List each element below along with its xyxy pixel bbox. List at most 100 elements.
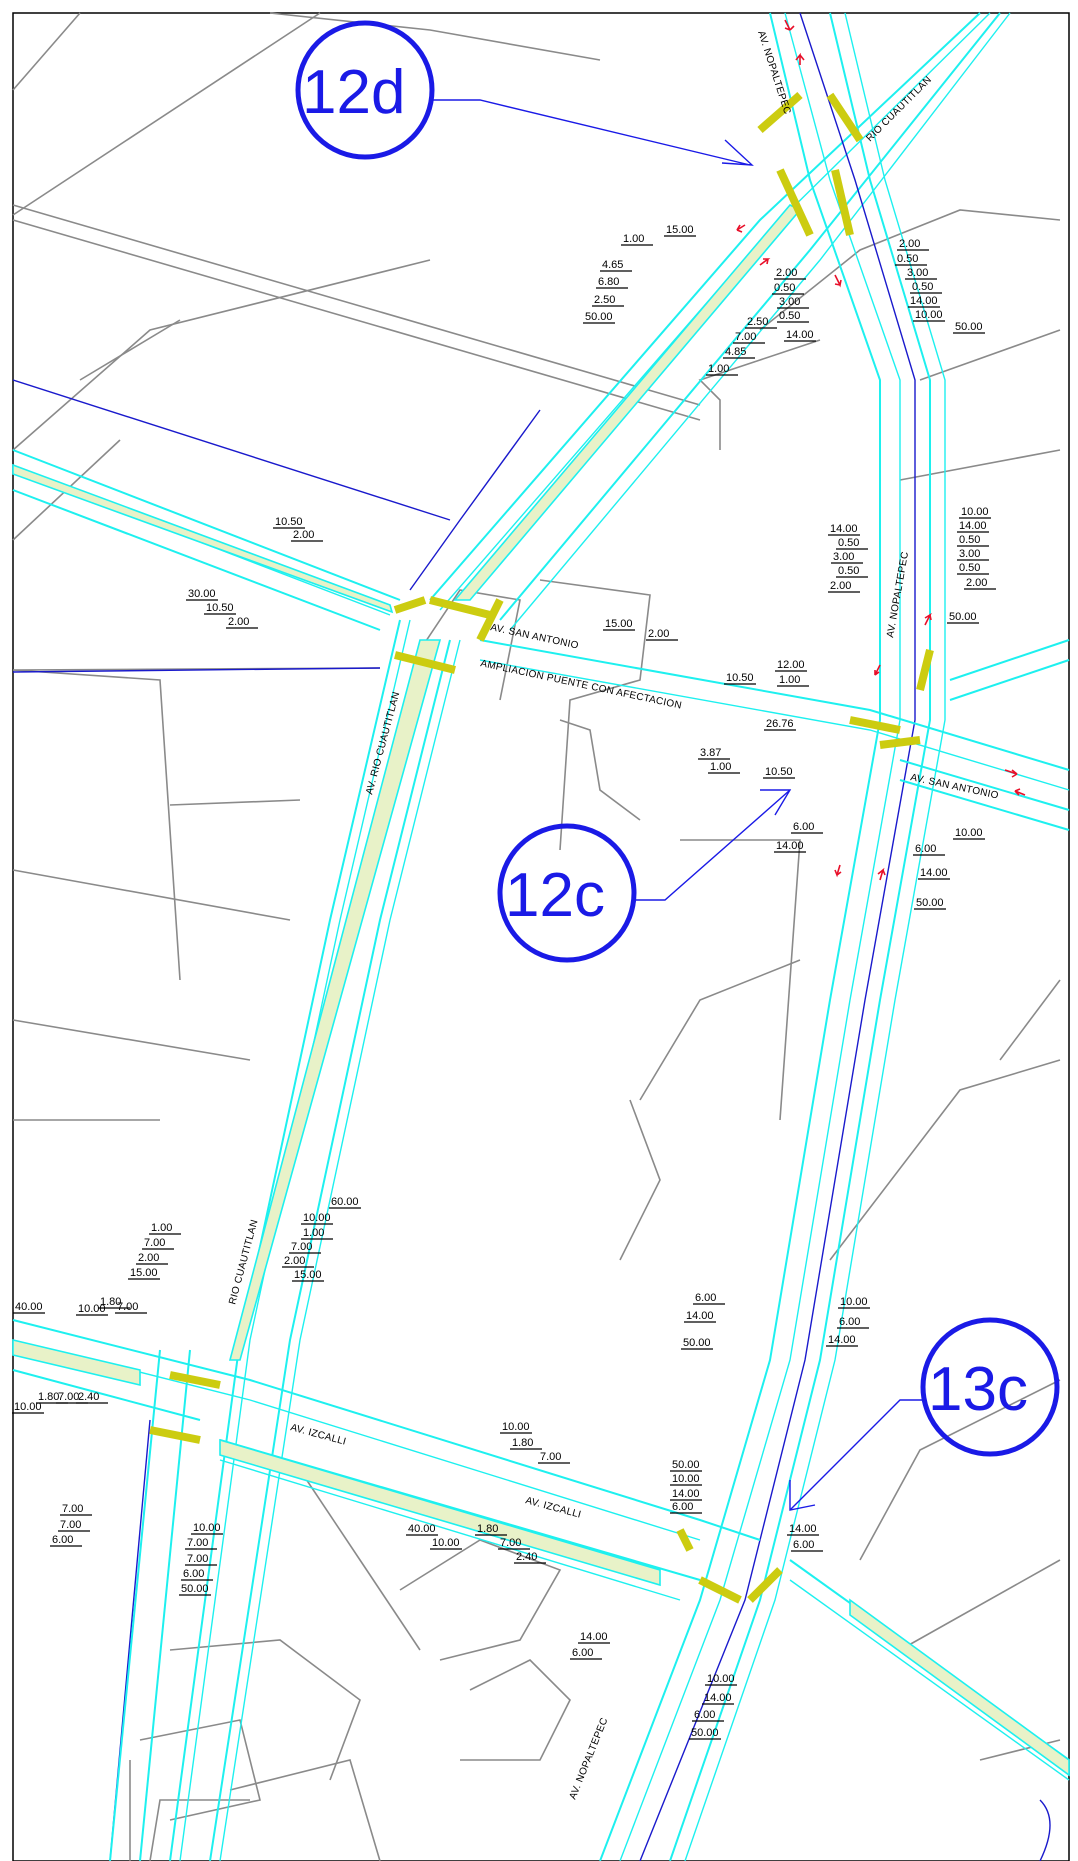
dimension-label: 14.00 [776, 840, 804, 852]
dimension-label: 0.50 [897, 253, 918, 265]
dimension-label: 1.80 [38, 1391, 59, 1403]
dimension-label: 0.50 [959, 534, 980, 546]
dimension-label: 50.00 [683, 1337, 711, 1349]
dimension-label: 1.00 [303, 1227, 324, 1239]
dimension-label: 1.00 [708, 363, 729, 375]
dimension-label: 1.00 [151, 1222, 172, 1234]
dimension-label: 14.00 [786, 329, 814, 341]
dimension-label: 7.00 [540, 1451, 561, 1463]
dimension-label: 6.00 [793, 1539, 814, 1551]
dimension-label: 2.00 [966, 577, 987, 589]
dimension-label: 10.50 [765, 766, 793, 778]
callout-12d[interactable]: 12d [295, 20, 754, 166]
dimension-label: 1.00 [623, 233, 644, 245]
dimension-label: 7.00 [500, 1537, 521, 1549]
dimension-label: 1.00 [710, 761, 731, 773]
dimension-label: 14.00 [828, 1334, 856, 1346]
callout-circle [497, 823, 637, 963]
callout-leader [789, 1399, 923, 1511]
dimension-label: 0.50 [774, 282, 795, 294]
dimension-label: 15.00 [294, 1269, 322, 1281]
dimension-label: 0.50 [838, 537, 859, 549]
dimension-label: 2.50 [747, 316, 768, 328]
dimension-label: 14.00 [920, 867, 948, 879]
dimension-label: 14.00 [830, 523, 858, 535]
dimension-label: 14.00 [959, 520, 987, 532]
road-san-antonio [12, 449, 1070, 831]
dimension-label: 6.00 [183, 1568, 204, 1580]
dimension-label: 2.00 [284, 1255, 305, 1267]
dimension-label: 6.00 [793, 821, 814, 833]
callout-arrowhead-icon [721, 139, 754, 166]
dimension-label: 50.00 [585, 311, 613, 323]
callout-leader [634, 789, 791, 901]
dimension-label: 2.00 [899, 238, 920, 250]
dimension-label: 50.00 [955, 321, 983, 333]
dimension-label: 15.00 [130, 1267, 158, 1279]
dimension-label: 7.00 [187, 1537, 208, 1549]
dimension-label: 2.00 [776, 267, 797, 279]
dimension-label: 3.00 [833, 551, 854, 563]
traffic-arrows [736, 19, 1026, 881]
dimension-label: 0.50 [838, 565, 859, 577]
blue-boundary-lines [12, 379, 1051, 1861]
dimension-label: 10.50 [275, 516, 303, 528]
road-izcalli [12, 1319, 1070, 1781]
callout-circle [295, 20, 435, 160]
dimension-label: 7.00 [144, 1237, 165, 1249]
dimension-label: 10.00 [915, 309, 943, 321]
callout-arrowhead-icon [789, 1480, 816, 1511]
dimension-label: 26.76 [766, 718, 794, 730]
callout-12c[interactable]: 12c [497, 789, 792, 963]
dimension-label: 40.00 [15, 1301, 43, 1313]
dimension-label: 0.50 [959, 562, 980, 574]
dimension-label: 50.00 [181, 1583, 209, 1595]
dimension-label: 10.50 [726, 672, 754, 684]
dimension-label: 0.50 [912, 281, 933, 293]
dimension-label: 10.00 [840, 1296, 868, 1308]
dimension-label: 14.00 [686, 1310, 714, 1322]
dimension-label: 2.00 [138, 1252, 159, 1264]
dimension-label: 6.00 [915, 843, 936, 855]
dimension-label: 50.00 [672, 1459, 700, 1471]
dimension-label: 7.00 [117, 1301, 138, 1313]
dimension-label: 6.00 [839, 1316, 860, 1328]
callout-arrowhead-icon [760, 789, 792, 816]
callout-label: 12d [302, 58, 405, 127]
dimension-label: 1.00 [779, 674, 800, 686]
dimension-label: 14.00 [789, 1523, 817, 1535]
dimension-label: 10.00 [961, 506, 989, 518]
dimension-label: 4.65 [602, 259, 623, 271]
dimension-label: 10.00 [955, 827, 983, 839]
dimension-label: 10.00 [502, 1421, 530, 1433]
dimension-label: 10.00 [432, 1537, 460, 1549]
crosswalks [149, 91, 934, 1604]
dimension-label: 50.00 [916, 897, 944, 909]
dimension-label: 4.85 [725, 346, 746, 358]
dimension-label: 2.50 [594, 294, 615, 306]
dimension-label: 10.00 [193, 1522, 221, 1534]
dimension-label: 7.00 [58, 1391, 79, 1403]
dimension-label: 40.00 [408, 1523, 436, 1535]
callout-13c[interactable]: 13c [789, 1317, 1060, 1511]
dimension-label: 50.00 [691, 1727, 719, 1739]
dimension-label: 7.00 [291, 1241, 312, 1253]
dimension-label: 3.00 [779, 296, 800, 308]
dimension-label: 6.00 [52, 1534, 73, 1546]
dimension-label: 2.40 [78, 1391, 99, 1403]
road-rio-cuautitlan-ne [429, 12, 1011, 631]
callout-label: 12c [505, 861, 605, 930]
dimension-label: 7.00 [187, 1553, 208, 1565]
dimension-label: 15.00 [605, 618, 633, 630]
dimension-label: 1.80 [477, 1523, 498, 1535]
dimension-label: 0.50 [779, 310, 800, 322]
dimension-label: 2.00 [228, 616, 249, 628]
dimension-label: 3.00 [907, 267, 928, 279]
dimension-label: 1.80 [512, 1437, 533, 1449]
callout-circle [920, 1317, 1060, 1457]
dimension-label: 12.00 [777, 659, 805, 671]
dimension-label: 14.00 [672, 1488, 700, 1500]
dimension-label: 2.00 [293, 529, 314, 541]
